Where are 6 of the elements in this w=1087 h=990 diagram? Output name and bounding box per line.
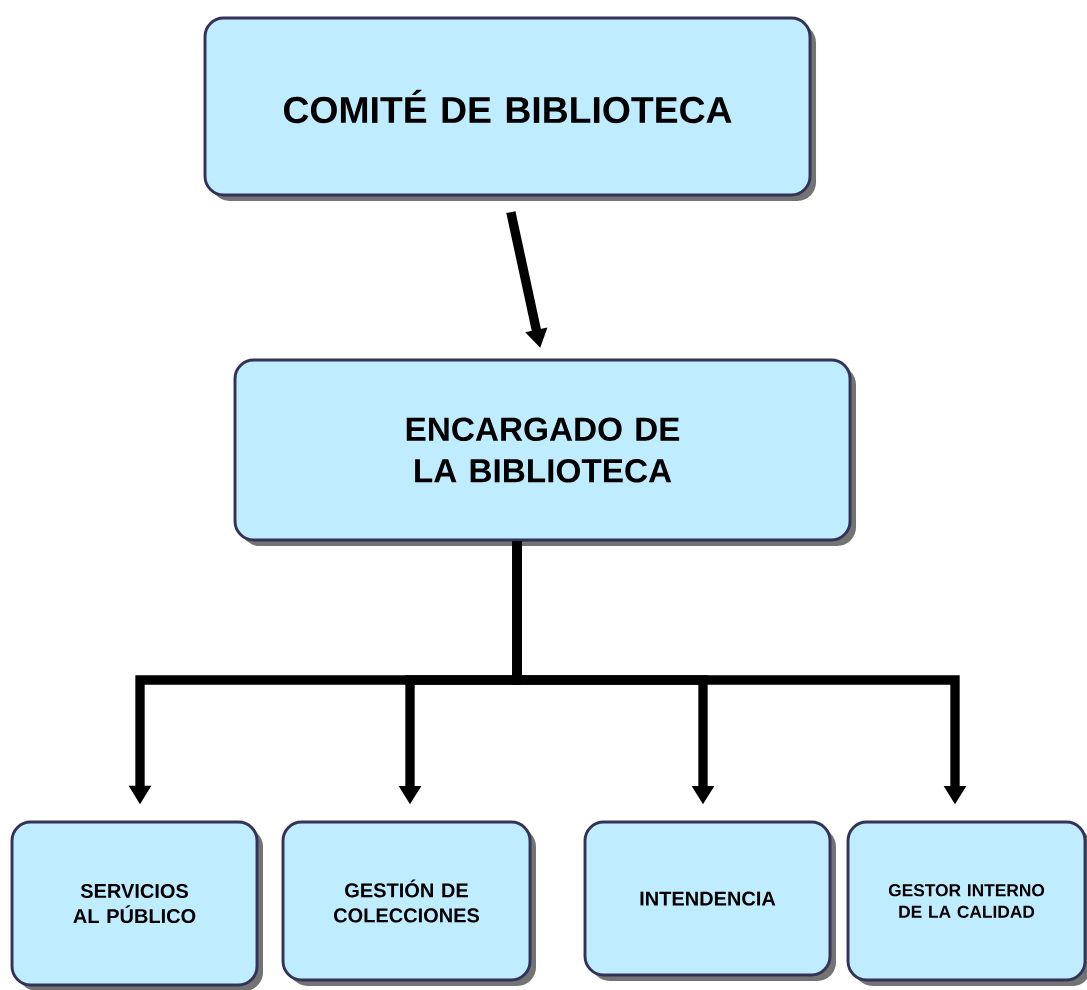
box: ENCARGADO DE LA BIBLIOTECA <box>233 358 856 546</box>
box: INTENDENCIA <box>583 820 836 981</box>
box: GESTOR INTERNO DE LA CALIDAD <box>846 820 1087 986</box>
box: SERVICIOS AL PÚBLICO <box>10 820 263 990</box>
box: COMITÉ DE BIBLIOTECA <box>203 16 816 201</box>
box: GESTIÓN DE COLECCIONES <box>281 820 536 986</box>
